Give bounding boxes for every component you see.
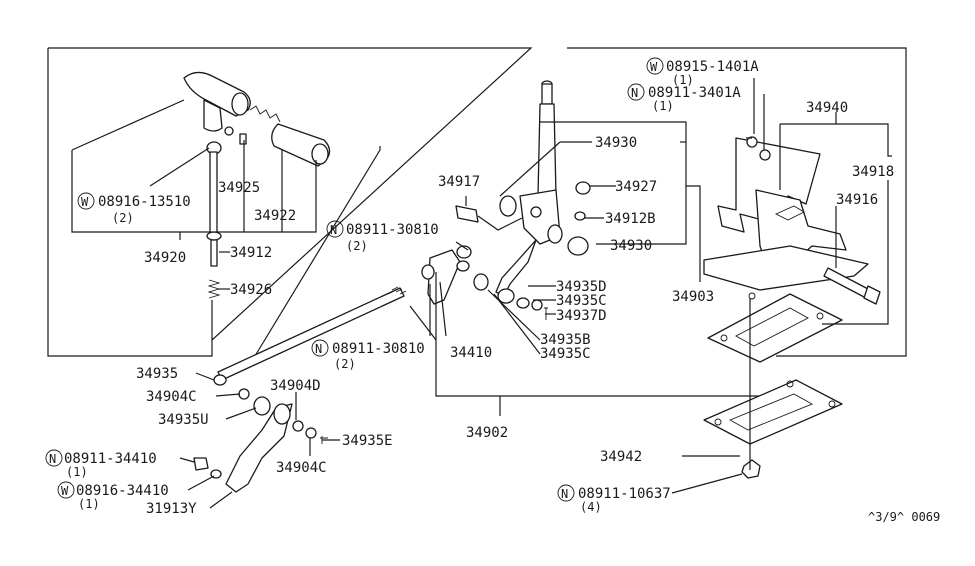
svg-text:08911-10637: 08911-10637 (578, 486, 671, 502)
label-34912: 34912 (230, 245, 272, 261)
label-34930-top: 34930 (595, 135, 637, 151)
label-34410: 34410 (450, 345, 492, 361)
svg-text:08911-34410: 08911-34410 (64, 451, 157, 467)
svg-text:(1): (1) (78, 497, 100, 511)
svg-text:(1): (1) (652, 99, 674, 113)
label-34935C-bottom: 34935C (540, 346, 591, 362)
fastener-n08911-30810-a: N 08911-30810 (2) (326, 220, 439, 253)
bracket-34920 (71, 150, 317, 233)
svg-text:(1): (1) (66, 465, 88, 479)
label-34927: 34927 (615, 179, 657, 195)
label-34912B: 34912B (605, 211, 656, 227)
label-34903: 34903 (672, 289, 714, 305)
label-34904C-right: 34904C (276, 460, 327, 476)
label-34935E: 34935E (342, 433, 393, 449)
label-34918: 34918 (852, 164, 894, 180)
label-34942: 34942 (600, 449, 642, 465)
svg-text:(2): (2) (346, 239, 368, 253)
svg-text:08911-30810: 08911-30810 (346, 222, 439, 238)
fastener-w08916-34410: W 08916-34410 (1) (57, 481, 169, 511)
assembly-outline (47, 47, 533, 357)
svg-text:W: W (61, 484, 69, 498)
svg-text:(2): (2) (334, 357, 356, 371)
select-lever-group (193, 388, 328, 493)
label-34904C-left: 34904C (146, 389, 197, 405)
label-34902: 34902 (466, 425, 508, 441)
assembly-outline-inner (254, 146, 381, 357)
svg-text:N: N (631, 86, 638, 100)
svg-text:N: N (330, 223, 337, 237)
svg-text:08911-3401A: 08911-3401A (648, 85, 741, 101)
label-34935D: 34935D (556, 279, 607, 295)
fastener-n08911-34410: N 08911-34410 (1) (45, 449, 157, 479)
label-34935B: 34935B (540, 332, 591, 348)
fastener-n08911-30810-b: N 08911-30810 (2) (311, 339, 425, 371)
svg-text:(1): (1) (672, 73, 694, 87)
svg-text:(4): (4) (580, 500, 602, 514)
label-34935: 34935 (136, 366, 178, 382)
svg-text:08916-13510: 08916-13510 (98, 194, 191, 210)
label-34925: 34925 (218, 180, 260, 196)
svg-text:08911-30810: 08911-30810 (332, 341, 425, 357)
svg-text:08915-1401A: 08915-1401A (666, 59, 759, 75)
diagram-code: ^3/9^ 0069 (868, 510, 940, 524)
svg-text:N: N (315, 342, 322, 356)
shift-lever-group (455, 80, 591, 297)
label-34904D: 34904D (270, 378, 321, 394)
fastener-w08916-13510: W 08916-13510 (2) (77, 192, 191, 225)
svg-text:08916-34410: 08916-34410 (76, 483, 169, 499)
label-34916: 34916 (836, 192, 878, 208)
label-34920: 34920 (144, 250, 186, 266)
label-34917: 34917 (438, 174, 480, 190)
svg-text:N: N (561, 487, 568, 501)
svg-text:W: W (81, 195, 89, 209)
fastener-n08911-3401A: N 08911-3401A (1) (627, 83, 741, 113)
svg-text:W: W (650, 60, 658, 74)
shift-knob-group (183, 71, 331, 299)
shifter-base-group (703, 136, 881, 479)
label-31913Y: 31913Y (146, 501, 197, 517)
fastener-n08911-10637: N 08911-10637 (4) (557, 484, 671, 514)
label-34922: 34922 (254, 208, 296, 224)
fastener-w08915-1401A: W 08915-1401A (1) (646, 57, 759, 87)
label-34935C-top: 34935C (556, 293, 607, 309)
label-34930-bottom: 34930 (610, 238, 652, 254)
svg-text:N: N (49, 452, 56, 466)
label-34926: 34926 (230, 282, 272, 298)
assembly-outline-right (567, 47, 907, 357)
control-rod-group (213, 245, 543, 386)
label-34935U: 34935U (158, 412, 209, 428)
label-34940: 34940 (806, 100, 848, 116)
label-34937D: 34937D (556, 308, 607, 324)
svg-text:(2): (2) (112, 211, 134, 225)
